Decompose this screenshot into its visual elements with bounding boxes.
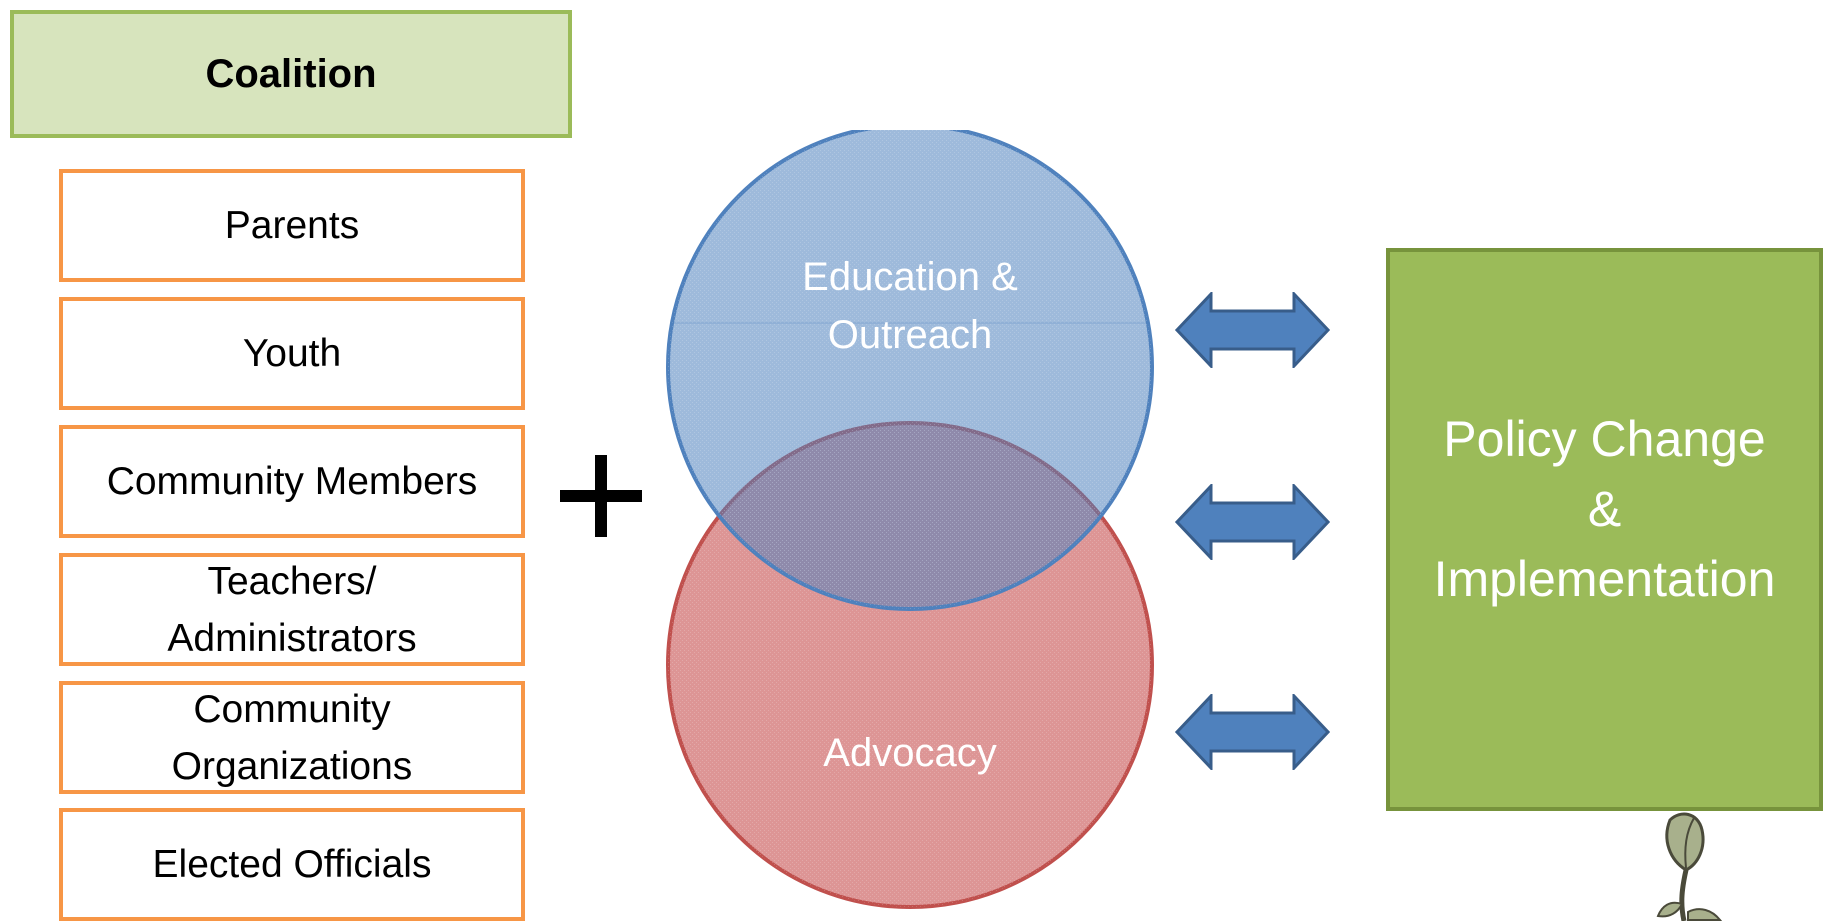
double-arrow-icon [1175,484,1330,560]
education-outreach-label: Education & Outreach [802,255,1018,357]
policy-change-box: Policy Change & Implementation [1386,248,1823,811]
coalition-header: Coalition [10,10,572,138]
member-box-community-organizations: Community Organizations [59,681,525,794]
sprout-icon [1656,812,1723,921]
advocacy-label: Advocacy [823,731,997,775]
member-box-youth: Youth [59,297,525,410]
venn-diagram: Education & Outreach Advocacy [660,123,1160,920]
double-arrow-icon [1175,292,1330,368]
member-box-teachers-administrators: Teachers/ Administrators [59,553,525,666]
double-arrow-icon [1175,694,1330,770]
member-box-elected-officials: Elected Officials [59,808,525,921]
venn-svg [666,123,1154,909]
member-box-parents: Parents [59,169,525,282]
coalition-title: Coalition [205,51,377,96]
plus-icon [560,455,642,537]
member-box-community-members: Community Members [59,425,525,538]
